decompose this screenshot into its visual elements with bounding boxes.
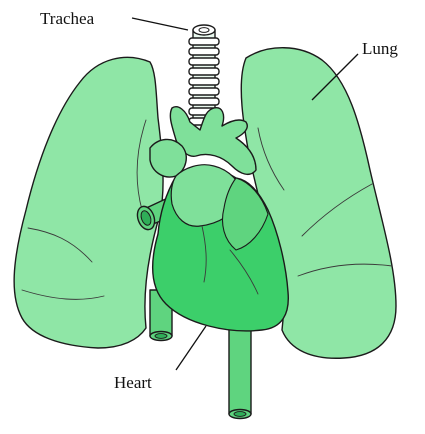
trachea-label: Trachea xyxy=(40,9,95,28)
trachea-opening xyxy=(193,25,215,35)
trachea-leader xyxy=(132,18,188,30)
heart-label: Heart xyxy=(114,373,152,392)
left-lung xyxy=(14,57,163,348)
lung-label: Lung xyxy=(362,39,398,58)
heart-leader xyxy=(176,326,206,370)
descending-aorta xyxy=(229,320,251,419)
